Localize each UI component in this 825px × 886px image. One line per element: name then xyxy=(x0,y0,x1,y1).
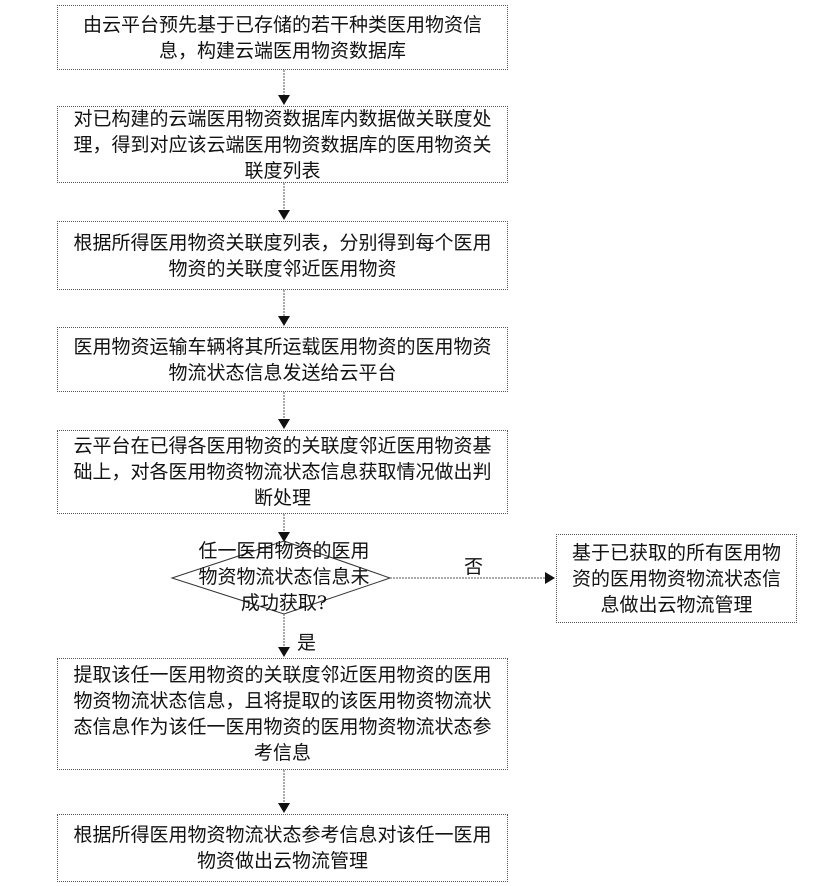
step-7-cloud-logistics-management: 根据所得医用物资物流状态参考信息对该任一医用物资做出云物流管理 xyxy=(57,814,508,882)
yes-label: 是 xyxy=(297,632,317,654)
step-6-text: 提取该任一医用物资的关联度邻近医用物资的医用物资物流状态信息，且将提取的该医用物… xyxy=(73,664,492,764)
step-7-text: 根据所得医用物资物流状态参考信息对该任一医用物资做出云物流管理 xyxy=(73,824,492,872)
step-1-text: 由云平台预先基于已存储的若干种类医用物资信息，构建云端医用物资数据库 xyxy=(82,13,482,62)
step-5-judgment-processing: 云平台在已得各医用物资的关联度邻近医用物资基础上，对各医用物资物流状态信息获取情… xyxy=(57,430,508,514)
step-2-relevance-processing: 对已构建的云端医用物资数据库内数据做关联度处理，得到对应该云端医用物资数据库的医… xyxy=(57,106,508,183)
decision-text: 任一医用物资的医用物资物流状态信息未成功获取? xyxy=(198,540,370,614)
step-1-build-database: 由云平台预先基于已存储的若干种类医用物资信息，构建云端医用物资数据库 xyxy=(57,5,508,70)
step-2-text: 对已构建的云端医用物资数据库内数据做关联度处理，得到对应该云端医用物资数据库的医… xyxy=(73,107,492,182)
side-step-cloud-logistics-management: 基于已获取的所有医用物资的医用物资物流状态信息做出云物流管理 xyxy=(556,534,797,623)
step-3-neighbor-supplies: 根据所得医用物资关联度列表，分别得到每个医用物资的关联度邻近医用物资 xyxy=(57,221,508,290)
side-step-text: 基于已获取的所有医用物资的医用物资物流状态信息做出云物流管理 xyxy=(571,541,781,616)
step-5-text: 云平台在已得各医用物资的关联度邻近医用物资基础上，对各医用物资物流状态信息获取情… xyxy=(73,435,492,509)
step-6-extract-reference-info: 提取该任一医用物资的关联度邻近医用物资的医用物资物流状态信息，且将提取的该医用物… xyxy=(57,658,508,770)
step-3-text: 根据所得医用物资关联度列表，分别得到每个医用物资的关联度邻近医用物资 xyxy=(73,231,492,280)
step-4-text: 医用物资运输车辆将其所运载医用物资的医用物资物流状态信息发送给云平台 xyxy=(73,335,492,384)
no-label: 否 xyxy=(464,556,484,578)
step-4-vehicle-send-status: 医用物资运输车辆将其所运载医用物资的医用物资物流状态信息发送给云平台 xyxy=(57,327,508,392)
